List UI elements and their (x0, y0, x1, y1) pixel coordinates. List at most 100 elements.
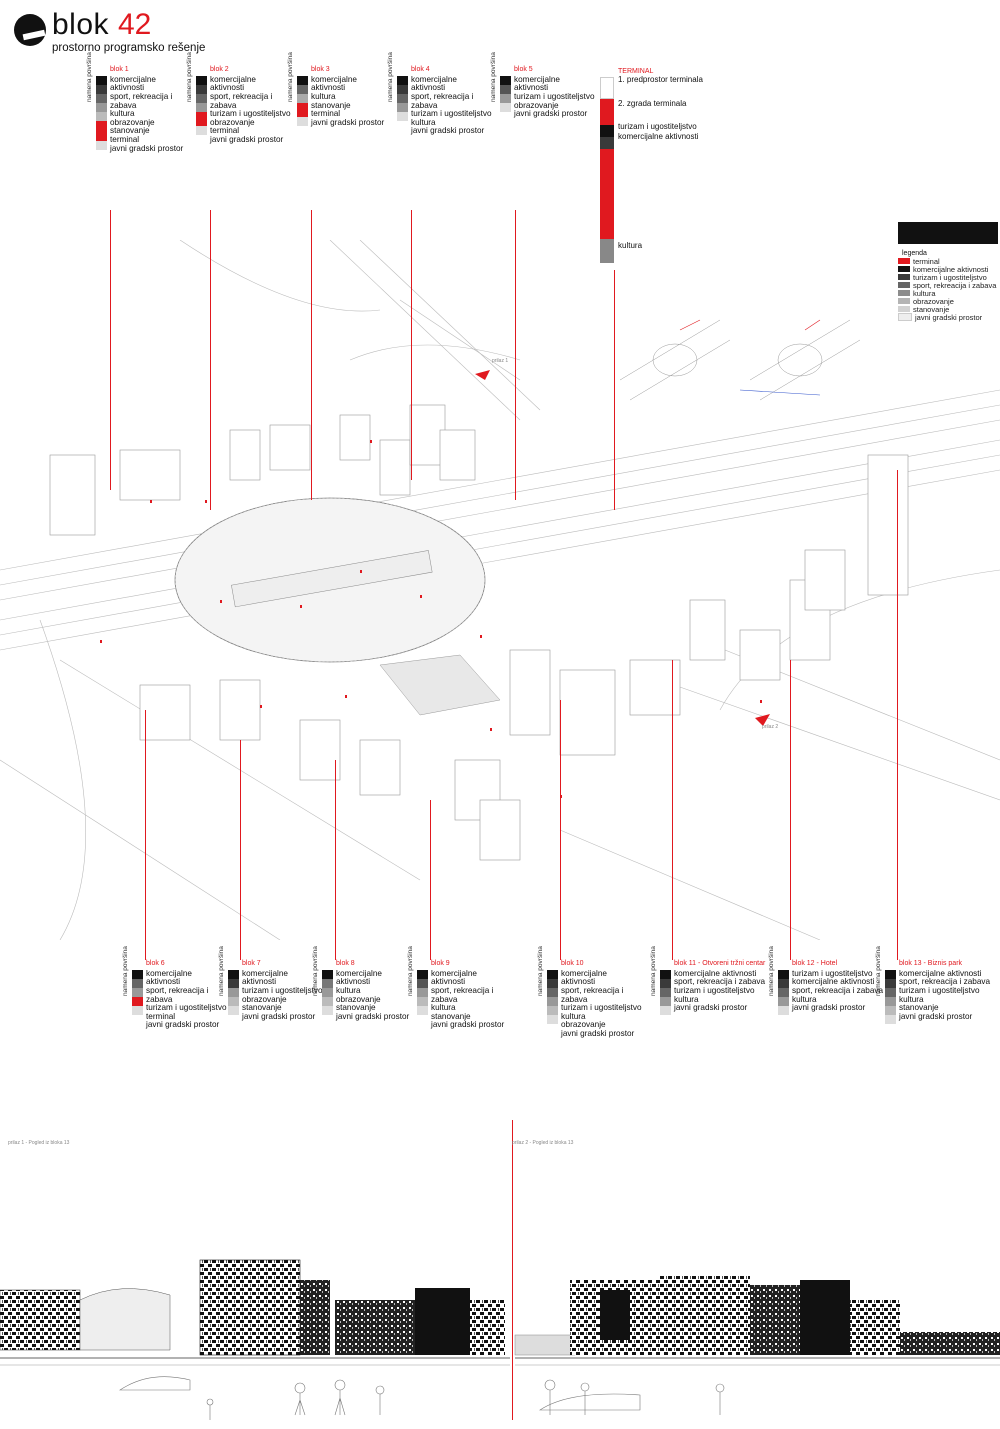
category: sport, rekreacija i zabava (210, 91, 273, 110)
legend-header-box (898, 222, 998, 244)
category: komercijalne aktivnosti (674, 968, 757, 978)
block-name: blok 9 (431, 960, 450, 967)
category: stanovanje (336, 1003, 376, 1013)
program-bar (417, 970, 428, 1015)
block-card-3: blok 3 namena površina komercijalne akti… (287, 52, 393, 127)
legend-item: sport, rekreacija i zabava (898, 281, 998, 290)
category: sport, rekreacija i zabava (561, 985, 624, 1004)
connector-line (560, 700, 561, 960)
category: komercijalne aktivnosti (431, 968, 477, 987)
category: kultura (431, 1003, 456, 1013)
block-card-12: blok 12 - Hotel namena površina turizam … (768, 946, 883, 1015)
category: komercijalne aktivnosti (792, 977, 875, 987)
program-bar (96, 76, 107, 150)
category: terminal (110, 135, 140, 145)
connector-line (430, 800, 431, 960)
block-card-1: blok 1 namena površina komercijalne akti… (86, 52, 192, 153)
category: obrazovanje (110, 117, 155, 127)
category: komercijalne aktivnosti (336, 968, 382, 987)
category: javni gradski prostor (899, 1011, 973, 1021)
legend-item: javni gradski prostor (898, 313, 998, 322)
block-card-2: blok 2 namena površina komercijalne akti… (186, 52, 292, 145)
category: turizam i ugostiteljstvo (514, 91, 595, 101)
entry-1-label: prilaz 1 (492, 358, 509, 364)
program-bar (297, 76, 308, 126)
legend-item: obrazovanje (898, 297, 998, 306)
category: turizam i ugostiteljstvo (674, 985, 755, 995)
block-card-9: blok 9 namena površina komercijalne akti… (407, 946, 513, 1030)
vertical-label: namena površina (287, 52, 294, 102)
program-bar (322, 970, 333, 1015)
site-diagrams (620, 319, 860, 401)
category: komercijalne aktivnosti (561, 968, 607, 987)
category: sport, rekreacija i zabava (674, 977, 766, 987)
category: javni gradski prostor (146, 1020, 220, 1030)
connector-line (515, 210, 516, 500)
connector-line (311, 210, 312, 500)
program-bar (228, 970, 239, 1015)
terminal-info: TERMINAL 1. predprostor terminala 2. zgr… (600, 68, 885, 263)
category: javni gradski prostor (514, 109, 588, 119)
rendering-left (0, 1259, 510, 1420)
category: obrazovanje (561, 1020, 606, 1030)
legend-item: kultura (898, 289, 998, 298)
program-bar (397, 76, 408, 121)
category: komercijalne aktivnosti (110, 74, 156, 93)
block-card-13: blok 13 - Biznis park namena površina ko… (875, 946, 995, 1024)
category: sport, rekreacija i zabava (431, 985, 494, 1004)
vertical-label: namena površina (650, 946, 657, 996)
connector-line (897, 470, 898, 960)
program-bar (132, 970, 143, 1015)
vertical-label: namena površina (387, 52, 394, 102)
terminal-section-1: 1. predprostor terminala (618, 75, 703, 84)
connector-line (210, 210, 211, 510)
vertical-label: namena površina (218, 946, 225, 996)
connector-line (411, 210, 412, 480)
category: obrazovanje (242, 994, 287, 1004)
connector-line (790, 660, 791, 960)
category: komercijalne aktivnosti (146, 968, 192, 987)
terminal-section-4: komercijalne aktivnosti (618, 131, 699, 141)
category: komercijalne aktivnosti (210, 74, 256, 93)
category: javni gradski prostor (311, 117, 385, 127)
block-name: blok 8 (336, 960, 355, 967)
legend-title: legenda (902, 250, 927, 257)
program-bar (778, 970, 789, 1015)
legend-item: terminal (898, 257, 998, 266)
program-bar (600, 77, 614, 263)
terminal-title: TERMINAL (618, 68, 654, 75)
rendering-right (514, 1275, 1000, 1415)
vertical-label: namena površina (407, 946, 414, 996)
block-name: blok 3 (311, 66, 330, 73)
vertical-label: namena površina (122, 946, 129, 996)
category: kultura (311, 91, 336, 101)
category: komercijalne aktivnosti (411, 74, 457, 93)
category: komercijalne aktivnosti (899, 968, 982, 978)
category: stanovanje (311, 100, 351, 110)
page-subtitle: prostorno programsko rešenje (52, 42, 206, 54)
connector-line (145, 710, 146, 960)
block-name: blok 1 (110, 66, 129, 73)
site-axonometric-drawing (0, 240, 1000, 940)
view-caption-right: prilaz 2 - Pogled iz bloka 13 (512, 1140, 574, 1146)
category: turizam i ugostiteljstvo (210, 109, 291, 119)
category: javni gradski prostor (210, 135, 284, 145)
category: terminal (311, 109, 341, 119)
program-bar (660, 970, 671, 1015)
category: komercijalne aktivnosti (311, 74, 357, 93)
vertical-label: namena površina (490, 52, 497, 102)
category: javni gradski prostor (792, 1003, 866, 1013)
category: javni gradski prostor (561, 1029, 635, 1039)
category: kultura (411, 117, 436, 127)
program-bar (500, 76, 511, 112)
terminal-section-2: 2. zgrada terminala (618, 98, 687, 108)
category: obrazovanje (210, 117, 255, 127)
category: obrazovanje (514, 100, 559, 110)
block-card-10: blok 10 namena površina komercijalne akt… (537, 946, 643, 1039)
street-renderings (0, 1259, 1000, 1420)
logo-icon (14, 14, 46, 46)
block-name: blok 11 - Otvoreni tržni centar (674, 960, 766, 967)
category: terminal (210, 126, 240, 136)
connector-line (672, 660, 673, 960)
category: sport, rekreacija i zabava (899, 977, 991, 987)
